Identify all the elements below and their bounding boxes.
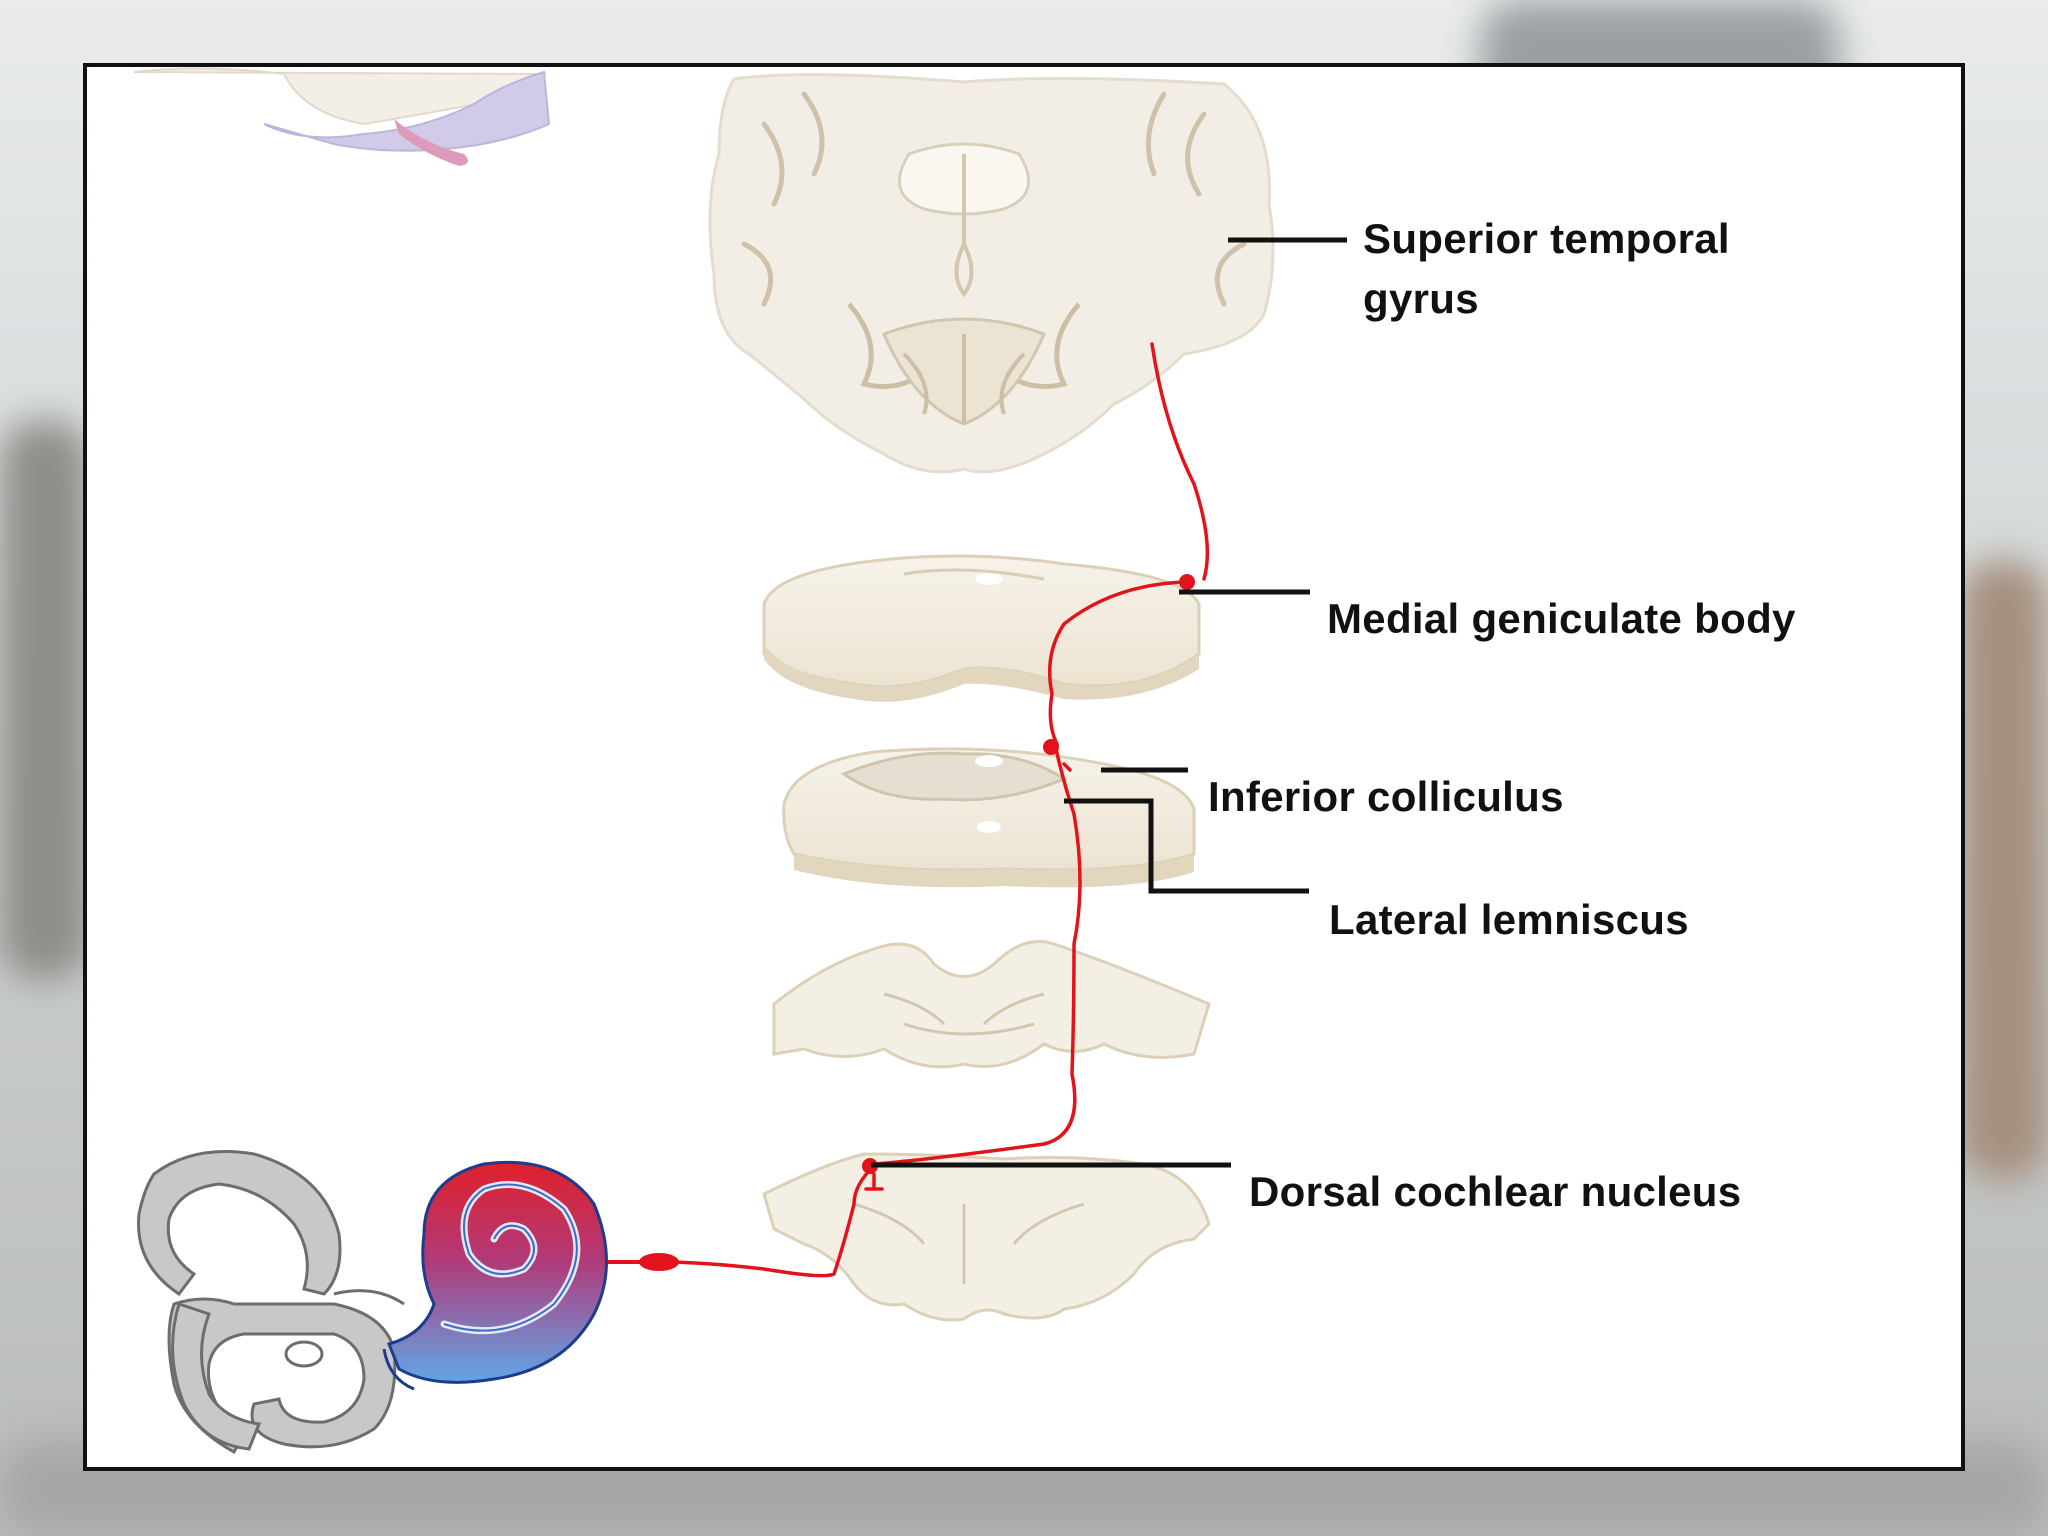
label-superior-temporal-gyrus: Superior temporal gyrus <box>1363 209 1730 329</box>
brain-lateral-view-icon <box>133 67 551 166</box>
spiral-ganglion-marker <box>639 1253 679 1271</box>
brainstem-slice-icon <box>762 554 1201 702</box>
auditory-pathway-illustration <box>133 67 1347 1455</box>
label-medial-geniculate-body: Medial geniculate body <box>1327 595 1796 642</box>
brainstem-slice-icon <box>762 1152 1211 1322</box>
label-line: gyrus <box>1363 275 1479 322</box>
label-inferior-colliculus: Inferior colliculus <box>1208 773 1564 820</box>
synapse-marker <box>862 1158 878 1174</box>
inner-ear-labyrinth-icon <box>137 1150 405 1455</box>
brain-coronal-section-icon <box>708 73 1275 474</box>
auditory-pathway-fiber <box>657 342 1210 1278</box>
synapse-marker <box>1043 739 1059 755</box>
label-leader-lines <box>871 237 1347 1168</box>
cochlea-icon <box>382 1160 608 1391</box>
background-photo <box>1960 560 2048 1180</box>
brainstem-slice-icon <box>782 747 1196 888</box>
synapse-marker <box>1179 574 1195 590</box>
label-dorsal-cochlear-nucleus: Dorsal cochlear nucleus <box>1249 1168 1742 1215</box>
label-line: Superior temporal <box>1363 215 1730 262</box>
label-lateral-lemniscus: Lateral lemniscus <box>1329 896 1689 943</box>
background-photo <box>0 420 90 980</box>
diagram-slide: Superior temporal gyrus Medial geniculat… <box>83 63 1965 1471</box>
leader-lateral-lemniscus <box>1064 798 1309 894</box>
brainstem-slice-icon <box>772 940 1211 1069</box>
